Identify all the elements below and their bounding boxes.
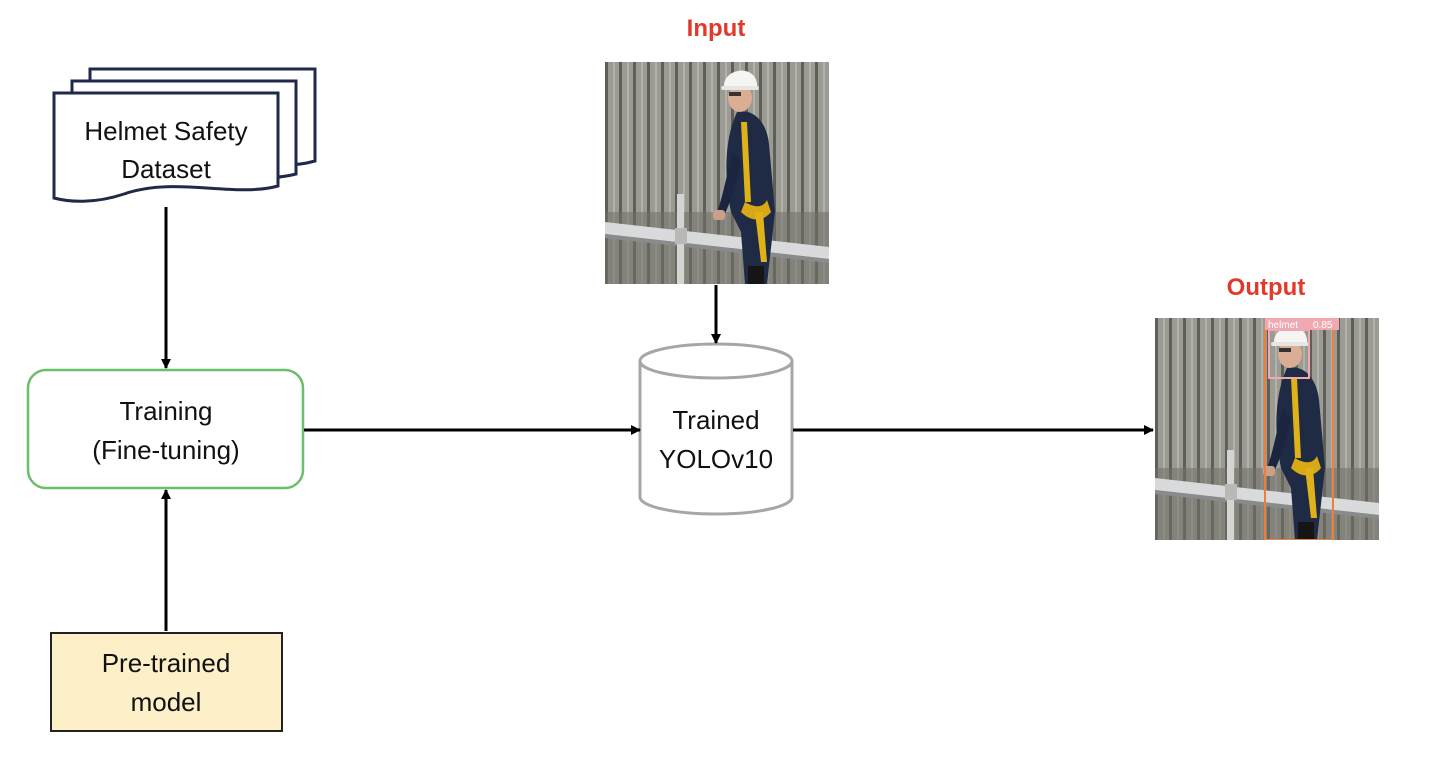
pretrained-box <box>50 632 283 732</box>
dataset-label-line2: Dataset <box>121 154 211 184</box>
pretrained-node: Pre-trained model <box>50 632 283 732</box>
input-image <box>605 62 829 284</box>
model-label-line2: YOLOv10 <box>659 444 773 474</box>
pretrained-label-line1: Pre-trained <box>102 648 231 678</box>
document-front-sheet <box>52 91 280 203</box>
cylinder-top <box>638 342 794 380</box>
input-group: Input <box>605 15 829 284</box>
model-node: Trained YOLOv10 <box>638 342 794 516</box>
training-label-line2: (Fine-tuning) <box>92 435 239 465</box>
training-box <box>26 368 305 490</box>
input-heading: Input <box>687 15 746 42</box>
output-heading: Output <box>1227 274 1306 301</box>
detection-label: helmet <box>1268 320 1298 331</box>
pretrained-label-line2: model <box>131 687 202 717</box>
output-group: Output helmet 0.85 <box>1155 274 1379 540</box>
cylinder-body <box>638 361 794 516</box>
dataset-label-line1: Helmet Safety <box>84 116 247 146</box>
detection-label-bg <box>1265 318 1339 330</box>
training-label-line1: Training <box>120 396 213 426</box>
detection-score: 0.85 <box>1313 320 1333 331</box>
output-image: helmet 0.85 <box>1155 318 1379 540</box>
model-label-line1: Trained <box>672 405 759 435</box>
training-node: Training (Fine-tuning) <box>26 368 305 490</box>
dataset-node: Helmet Safety Dataset <box>52 67 317 203</box>
